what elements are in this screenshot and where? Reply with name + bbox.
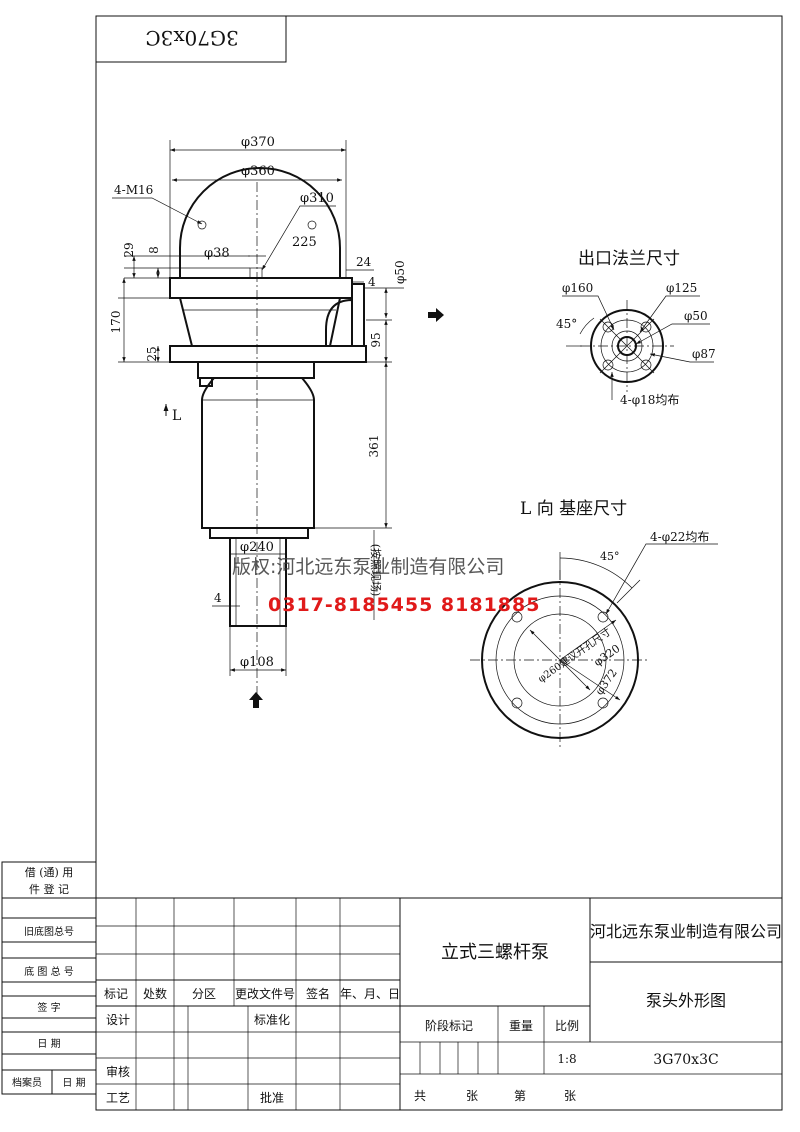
dim-outlet-d50: φ50	[393, 260, 407, 284]
pump-neck	[197, 361, 315, 379]
tb-design: 设计	[106, 1013, 130, 1027]
outlet-dim-d125: φ125	[666, 281, 697, 295]
tb-stage: 阶段标记	[425, 1018, 473, 1033]
tb-scale-label: 比例	[555, 1019, 579, 1033]
base-dim-d372: φ372	[593, 666, 620, 697]
tb-total: 共	[414, 1089, 426, 1103]
dim-225: 225	[292, 235, 317, 250]
dim-4-m16: 4-M16	[114, 183, 153, 197]
model-stamp-box	[95, 15, 287, 63]
dim-361: 361	[367, 435, 381, 458]
tb-company: 河北远东泵业制造有限公司	[590, 922, 782, 941]
tb-h-sign: 签名	[306, 986, 330, 1001]
outlet-dim-d87: φ87	[692, 347, 716, 361]
base-title: L 向 基座尺寸	[520, 499, 627, 519]
flow-arrow-out	[428, 308, 444, 322]
strip-date2: 日 期	[62, 1077, 85, 1089]
dim-4-bottom: 4	[214, 591, 222, 605]
tb-drawing-name: 泵头外形图	[646, 991, 726, 1010]
dim-d360: φ360	[241, 164, 275, 179]
tb-h-mark: 标记	[104, 987, 128, 1001]
sheet-border	[95, 15, 783, 1111]
outlet-angle: 45°	[556, 317, 577, 331]
tb-sheets2: 张	[564, 1089, 576, 1103]
dim-8: 8	[147, 246, 161, 254]
outlet-flange	[351, 283, 365, 347]
base-angle: 45°	[600, 550, 620, 563]
tb-standard: 标准化	[254, 1013, 290, 1027]
tb-model: 3G70x3C	[653, 1052, 718, 1068]
pump-front-view: φ370 φ360 4-M16 φ310 φ38 225 29 8 24 4 φ…	[109, 135, 444, 708]
tb-review: 审核	[106, 1064, 130, 1079]
model-stamp: 3G70x3C	[145, 26, 238, 50]
strip-borrow1: 借 (通) 用	[25, 866, 74, 879]
tb-page: 第	[514, 1089, 526, 1103]
strip-borrow2: 件 登 记	[29, 882, 69, 896]
outlet-dim-d160: φ160	[562, 281, 593, 295]
watermark-line2: 0317-8185455 8181885	[268, 594, 540, 616]
dim-d370: φ370	[241, 135, 275, 150]
tb-h-change: 更改文件号	[235, 986, 295, 1001]
dim-25: 25	[145, 346, 159, 361]
outlet-holes: 4-φ18均布	[620, 393, 679, 407]
dim-29: 29	[122, 242, 136, 257]
view-l-label: L	[172, 408, 181, 424]
outlet-title: 出口法兰尺寸	[578, 249, 680, 269]
flow-arrow-in	[249, 692, 263, 708]
tb-sheets: 张	[466, 1089, 478, 1103]
outlet-flange-view: 出口法兰尺寸 φ160 φ125 45° φ50 φ87 4-φ18均布	[556, 249, 716, 407]
strip-sign: 签 字	[37, 1001, 60, 1014]
pump-dome	[179, 167, 341, 278]
dim-170: 170	[109, 311, 123, 334]
dim-d108: φ108	[240, 655, 274, 670]
left-registration-strip: 借 (通) 用 件 登 记 旧底图总号 底 图 总 号 签 字 日 期 档案员 …	[1, 861, 97, 1095]
tb-h-zone: 分区	[192, 987, 216, 1001]
base-holes: 4-φ22均布	[650, 530, 709, 544]
watermark-line1: 版权:河北远东泵业制造有限公司	[232, 556, 504, 578]
tb-process: 工艺	[106, 1091, 130, 1105]
lower-casing	[201, 377, 315, 529]
dim-d38: φ38	[204, 246, 230, 261]
dim-4-top: 4	[368, 275, 376, 289]
tb-product: 立式三螺杆泵	[441, 942, 549, 963]
base-plate	[169, 345, 367, 363]
tb-scale: 1:8	[557, 1052, 576, 1066]
tb-approve: 批准	[260, 1090, 284, 1105]
strip-base-no: 底 图 总 号	[24, 965, 74, 978]
watermark: 版权:河北远东泵业制造有限公司 0317-8185455 8181885	[232, 556, 540, 616]
tb-weight: 重量	[509, 1019, 533, 1033]
top-flange	[169, 277, 353, 299]
side-note: (按照现场)	[369, 544, 383, 597]
strip-archivist: 档案员	[12, 1076, 42, 1089]
pump-body	[179, 297, 341, 347]
dim-d240: φ240	[240, 540, 274, 555]
tb-h-date: 年、月、日	[340, 987, 400, 1001]
tb-h-count: 处数	[143, 986, 167, 1001]
outlet-dim-d50: φ50	[684, 309, 708, 323]
suction-pipe	[229, 537, 287, 627]
dim-24: 24	[356, 255, 372, 269]
dim-95: 95	[369, 332, 383, 347]
title-block: 标记 处数 分区 更改文件号 签名 年、月、日 设计 标准化 审核 工艺 批准 …	[96, 897, 782, 1110]
dim-d310: φ310	[300, 191, 334, 206]
strip-date: 日 期	[37, 1038, 60, 1050]
base-view: L 向 基座尺寸 φ260建议开孔尺寸 φ320 φ372 45° 4-φ22均…	[470, 499, 718, 750]
strip-old-no: 旧底图总号	[24, 925, 74, 938]
